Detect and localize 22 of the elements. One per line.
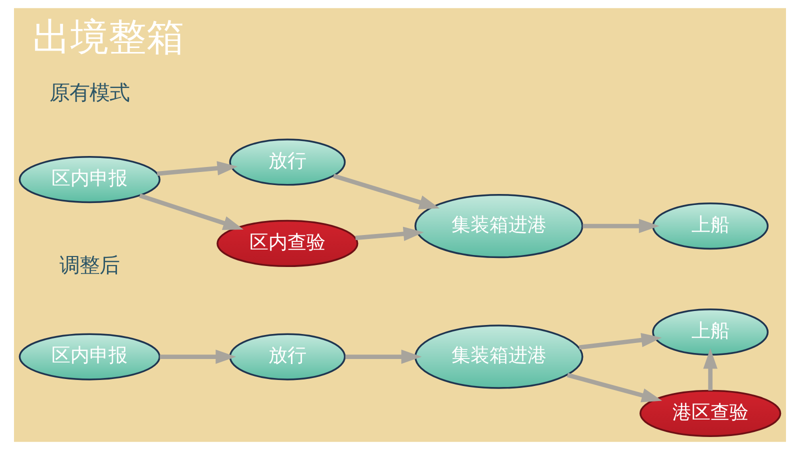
arrow	[578, 332, 662, 350]
arrow	[566, 372, 662, 402]
node-ellipse: 集装箱进港	[414, 324, 584, 389]
node-ellipse: 放行	[229, 138, 346, 186]
arrow	[355, 226, 424, 241]
arrow	[139, 193, 244, 230]
arrow	[160, 350, 236, 364]
label: 原有模式	[50, 80, 130, 104]
arrow	[582, 218, 660, 234]
node-ellipse: 上船	[652, 308, 769, 356]
node-ellipse: 港区查验	[640, 390, 782, 437]
node-ellipse: 放行	[229, 333, 346, 380]
arrow	[703, 348, 718, 391]
arrow	[345, 350, 422, 364]
arrow	[332, 174, 440, 210]
label: 调整后	[60, 253, 120, 278]
node-ellipse: 上船	[652, 202, 769, 250]
node-ellipse: 区内申报	[18, 156, 160, 204]
diagram-title: 出境整箱	[32, 15, 184, 60]
node-ellipse: 区内申报	[18, 333, 160, 380]
arrow	[156, 161, 238, 176]
node-ellipse: 区内查验	[216, 220, 358, 268]
